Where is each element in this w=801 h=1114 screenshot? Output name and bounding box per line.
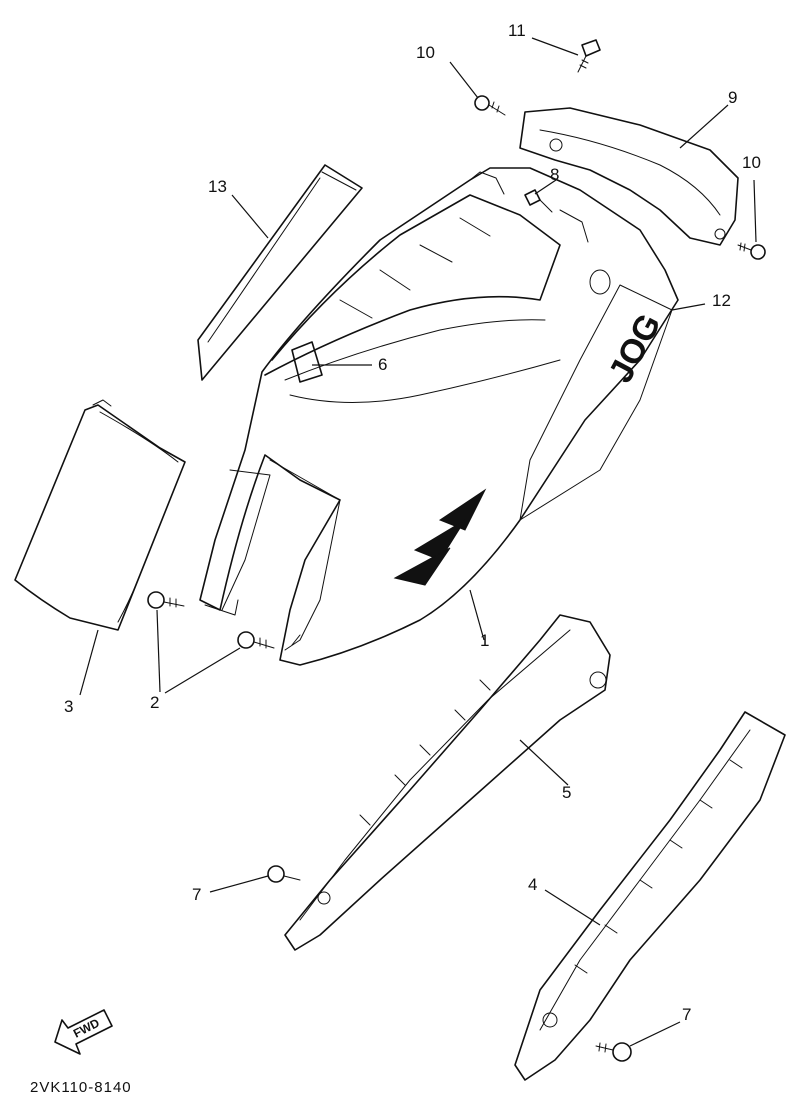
part-1-body-cover: JOG bbox=[199, 167, 679, 666]
label-2: 2 bbox=[150, 693, 159, 712]
label-13: 13 bbox=[208, 177, 227, 196]
screw-7-upper bbox=[267, 865, 301, 883]
screw-8 bbox=[524, 189, 553, 213]
label-4: 4 bbox=[528, 875, 537, 894]
fwd-arrow-text: FWD bbox=[71, 1016, 102, 1041]
part-13-cover-sheet bbox=[197, 164, 363, 381]
leader-lines bbox=[79, 37, 757, 1047]
label-1: 1 bbox=[480, 631, 489, 650]
part-9-rear-cover bbox=[519, 107, 739, 246]
label-9: 9 bbox=[728, 88, 737, 107]
screws-2 bbox=[147, 591, 275, 649]
part-6-clip bbox=[291, 341, 323, 383]
diagram-code: 2VK110-8140 bbox=[30, 1079, 132, 1096]
label-6: 6 bbox=[378, 355, 387, 374]
label-10-upper: 10 bbox=[416, 43, 435, 62]
label-5: 5 bbox=[562, 783, 571, 802]
label-3: 3 bbox=[64, 697, 73, 716]
part-5-side-rail bbox=[284, 614, 611, 951]
screw-7-lower bbox=[595, 1042, 632, 1062]
label-11: 11 bbox=[508, 21, 526, 40]
screw-10-upper bbox=[474, 95, 506, 116]
label-7-lower: 7 bbox=[682, 1005, 691, 1024]
label-12: 12 bbox=[712, 291, 731, 310]
fwd-arrow: FWD bbox=[54, 1009, 113, 1055]
screw-11 bbox=[577, 39, 601, 73]
part-4-lower-rail bbox=[514, 711, 786, 1081]
label-10-right: 10 bbox=[742, 153, 761, 172]
part-3-side-lid bbox=[14, 399, 186, 631]
screw-10-right bbox=[737, 242, 766, 260]
part-labels: 11 10 9 10 8 13 12 6 1 3 2 5 7 4 7 bbox=[64, 21, 761, 1024]
label-8: 8 bbox=[550, 165, 559, 184]
label-7-upper: 7 bbox=[192, 885, 201, 904]
